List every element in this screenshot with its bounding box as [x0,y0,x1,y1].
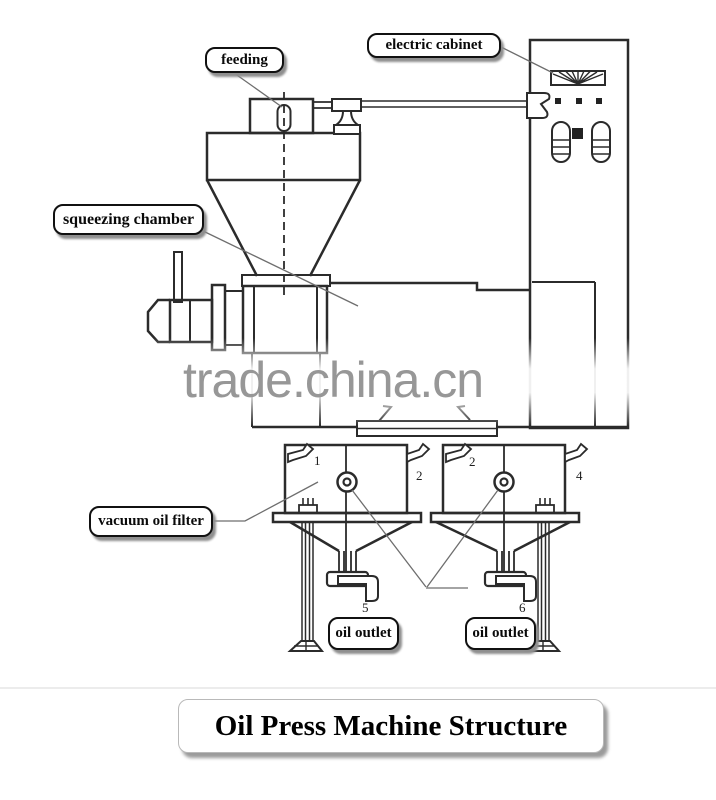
label-oil-outlet-right-text: oil outlet [472,625,529,641]
label-oil-outlet-right: oil outlet [465,617,536,650]
indicator-square-2 [576,98,582,104]
press-rod [173,251,183,303]
leader-vacuum-filter [212,481,319,522]
leader-feeding [233,72,283,108]
vacuum-gauge [493,471,515,493]
capsule-left-ridges [553,139,569,155]
leader-squeezing-chamber [200,229,359,307]
indicator-square-1 [555,98,561,104]
watermark-fade-band [128,338,644,426]
feeding-hopper [205,92,528,300]
inlet-pipe-2 [406,442,431,464]
part-number-1: 1 [314,453,321,468]
inlet-pipe-3 [445,442,473,464]
hopper-collar [241,274,331,287]
funnel-neck [496,551,515,572]
hopper-cone [205,179,362,277]
bar-bracket [526,92,551,119]
spool-neck [335,110,359,126]
label-squeezing-chamber-text: squeezing chamber [62,210,195,228]
transmission-bar [361,100,528,108]
vent-fan-lines [552,70,604,85]
spool-base [333,124,361,135]
part-number-2: 2 [416,468,423,483]
squeezing-chamber-assembly [146,251,329,355]
part-number-6: 6 [519,600,526,615]
vacuum-filter-right [429,442,589,652]
label-vacuum-oil-filter-text: vacuum oil filter [98,513,204,529]
diagram-title: Oil Press Machine Structure [178,699,604,753]
leader-gauges [351,489,499,589]
label-feeding: feeding [205,47,284,73]
body-top-line [330,281,530,292]
label-oil-outlet-left-text: oil outlet [335,625,392,641]
outlet-spout [495,575,537,602]
label-electric-cabinet: electric cabinet [367,33,501,58]
filter-legs [537,522,550,641]
part-number-labels: 1 2 2 4 5 6 [314,453,583,615]
watermark-text: trade.china.cn [183,352,484,408]
press-segment [224,290,244,346]
indicator-square-3 [596,98,602,104]
funnel-neck [338,551,357,572]
filter-funnel [289,520,413,553]
electric-cabinet-drawing [526,38,630,430]
label-oil-outlet-left: oil outlet [328,617,399,650]
spool-connector [313,101,332,109]
vacuum-gauge-center [499,477,509,487]
label-electric-cabinet-text: electric cabinet [385,37,483,53]
filter-flange [271,511,423,524]
leader-lines [200,45,554,589]
outlet-spout [337,575,379,602]
filter-flange [429,511,581,524]
leg-bracket-ticks [539,498,551,505]
part-number-5: 5 [362,600,369,615]
power-square [572,128,583,139]
leg-foot-braces [531,641,555,651]
filter-legs [301,522,314,641]
label-vacuum-oil-filter: vacuum oil filter [89,506,213,537]
vacuum-filter-left [271,442,431,652]
vacuum-gauge [336,471,358,493]
press-nose-cone [146,298,170,344]
leg-foot-braces [294,641,318,651]
capsule-right-ridges [593,139,609,155]
vacuum-gauge-center [342,477,352,487]
button-capsule-right [591,121,611,163]
feeding-box [248,97,315,135]
part-number-2b: 2 [469,454,476,469]
inlet-pipe-1 [287,442,315,464]
cabinet-outline [528,38,630,430]
leg-bracket-ticks [302,498,314,505]
button-capsule-left [551,121,571,163]
leader-electric-cabinet [498,45,554,74]
spool-top [331,98,362,112]
diagram-title-text: Oil Press Machine Structure [214,709,568,742]
label-squeezing-chamber: squeezing chamber [53,204,204,235]
part-number-4: 4 [576,468,583,483]
inlet-pipe-4 [564,442,589,464]
label-feeding-text: feeding [221,51,268,68]
